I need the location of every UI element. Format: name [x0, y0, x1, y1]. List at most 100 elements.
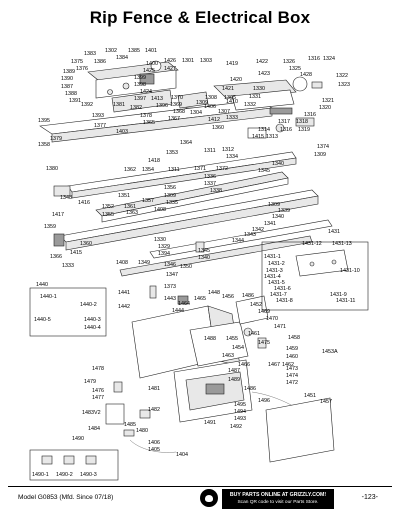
callout-1448: 1448: [208, 290, 220, 296]
cord-clamp-set: [41, 455, 97, 465]
callout-box-1490: [29, 449, 119, 481]
footer-divider: [8, 486, 392, 487]
callout-1458: 1458: [288, 335, 300, 341]
callout-1312: 1312: [222, 147, 234, 153]
callout-1368: 1368: [173, 109, 185, 115]
callout-1332: 1332: [244, 102, 256, 108]
callout-1428: 1428: [300, 72, 312, 78]
callout-1415: 1415: [252, 134, 264, 140]
callout-1489: 1489: [228, 377, 240, 383]
callout-1313: 1313: [266, 134, 278, 140]
callout-1359: 1359: [44, 224, 56, 230]
callout-1415b: 1415: [70, 250, 82, 256]
callout-1431-1: 1431-1: [264, 254, 281, 260]
callout-1495: 1495: [234, 402, 246, 408]
page-number: -123-: [361, 494, 378, 501]
callout-1431-10: 1431-10: [340, 268, 360, 274]
callout-1422: 1422: [256, 59, 268, 65]
callout-1442: 1442: [118, 304, 130, 310]
callout-1426: 1426: [164, 58, 176, 64]
callout-1401: 1401: [145, 48, 157, 54]
callout-1340c: 1340: [198, 255, 210, 261]
callout-1475: 1475: [258, 340, 270, 346]
callout-1393: 1393: [92, 113, 104, 119]
callout-1420: 1420: [230, 77, 242, 83]
callout-1309d: 1309: [268, 202, 280, 208]
callout-1333: 1333: [226, 115, 238, 121]
callout-1367: 1367: [168, 116, 180, 122]
callout-1462: 1462: [282, 362, 294, 368]
callout-1331: 1331: [249, 94, 261, 100]
callout-1416: 1416: [78, 200, 90, 206]
callout-1324: 1324: [323, 56, 335, 62]
callout-1320: 1320: [319, 105, 331, 111]
callout-1339: 1339: [278, 208, 290, 214]
callout-1487: 1487: [228, 368, 240, 374]
callout-1380: 1380: [46, 166, 58, 172]
callout-1440-2: 1440-2: [80, 302, 97, 308]
callout-1340a: 1340: [272, 161, 284, 167]
callout-1431-13: 1431-13: [332, 241, 352, 247]
callout-1431-3: 1431-3: [266, 268, 283, 274]
callout-1317: 1317: [278, 119, 290, 125]
callout-1418: 1418: [148, 158, 160, 164]
callout-1325: 1325: [289, 66, 301, 72]
callout-1424: 1424: [140, 89, 152, 95]
rear-rail: [119, 219, 333, 277]
callout-1365: 1365: [143, 120, 155, 126]
callout-1417: 1417: [52, 212, 64, 218]
callout-1474: 1474: [286, 373, 298, 379]
callout-1389: 1389: [63, 69, 75, 75]
callout-1482: 1482: [148, 407, 160, 413]
callout-1303: 1303: [200, 58, 212, 64]
callout-1333b: 1333: [62, 263, 74, 269]
cord-clamp-parts: [105, 381, 177, 453]
callout-1440-4: 1440-4: [84, 325, 101, 331]
callout-1350: 1350: [180, 264, 192, 270]
callout-1479: 1479: [84, 379, 96, 385]
front-rail: [53, 189, 319, 251]
callout-1302: 1302: [105, 48, 117, 54]
callout-1484: 1484: [88, 426, 100, 432]
callout-1358: 1358: [38, 142, 50, 148]
callout-1304: 1304: [190, 110, 202, 116]
callout-1374: 1374: [317, 144, 329, 150]
callout-1486a: 1486: [242, 293, 254, 299]
callout-1353: 1353: [166, 150, 178, 156]
callout-1490-2: 1490-2: [56, 472, 73, 478]
callout-1431-6: 1431-6: [274, 286, 291, 292]
callout-1356: 1356: [164, 185, 176, 191]
callout-1397: 1397: [134, 96, 146, 102]
callout-1490: 1490: [72, 436, 84, 442]
callout-1319: 1319: [298, 127, 310, 133]
callout-1329: 1329: [158, 244, 170, 250]
callout-1336: 1336: [204, 174, 216, 180]
callout-1364: 1364: [180, 140, 192, 146]
callout-1496: 1496: [258, 398, 270, 404]
callout-1406: 1406: [204, 104, 216, 110]
parts-store-banner[interactable]: BUY PARTS ONLINE AT GRIZZLY.COM! Scan QR…: [222, 489, 334, 509]
parts-store-headline: BUY PARTS ONLINE AT GRIZZLY.COM!: [229, 492, 327, 498]
callout-1463: 1463: [222, 353, 234, 359]
callout-1384: 1384: [116, 55, 128, 61]
callout-1344: 1344: [232, 238, 244, 244]
callout-1404: 1404: [176, 452, 188, 458]
fence-tube: [95, 171, 289, 223]
callout-1375: 1375: [71, 59, 83, 65]
callout-1398: 1398: [134, 82, 146, 88]
callout-1395: 1395: [38, 118, 50, 124]
callout-1423: 1423: [258, 71, 270, 77]
callout-1467: 1467: [268, 362, 280, 368]
callout-1452: 1452: [250, 302, 262, 308]
callout-1440-5: 1440-5: [34, 317, 51, 323]
callout-1419: 1419: [226, 61, 238, 67]
callout-1343: 1343: [244, 232, 256, 238]
callout-1478: 1478: [92, 366, 104, 372]
callout-1431: 1431: [328, 229, 340, 235]
callout-1311b: 1311: [168, 167, 180, 173]
callout-1396: 1396: [156, 103, 168, 109]
callout-1412: 1412: [208, 117, 220, 123]
callout-1355: 1355: [102, 212, 114, 218]
callout-1372: 1372: [216, 166, 228, 172]
callout-1394: 1394: [158, 251, 170, 257]
